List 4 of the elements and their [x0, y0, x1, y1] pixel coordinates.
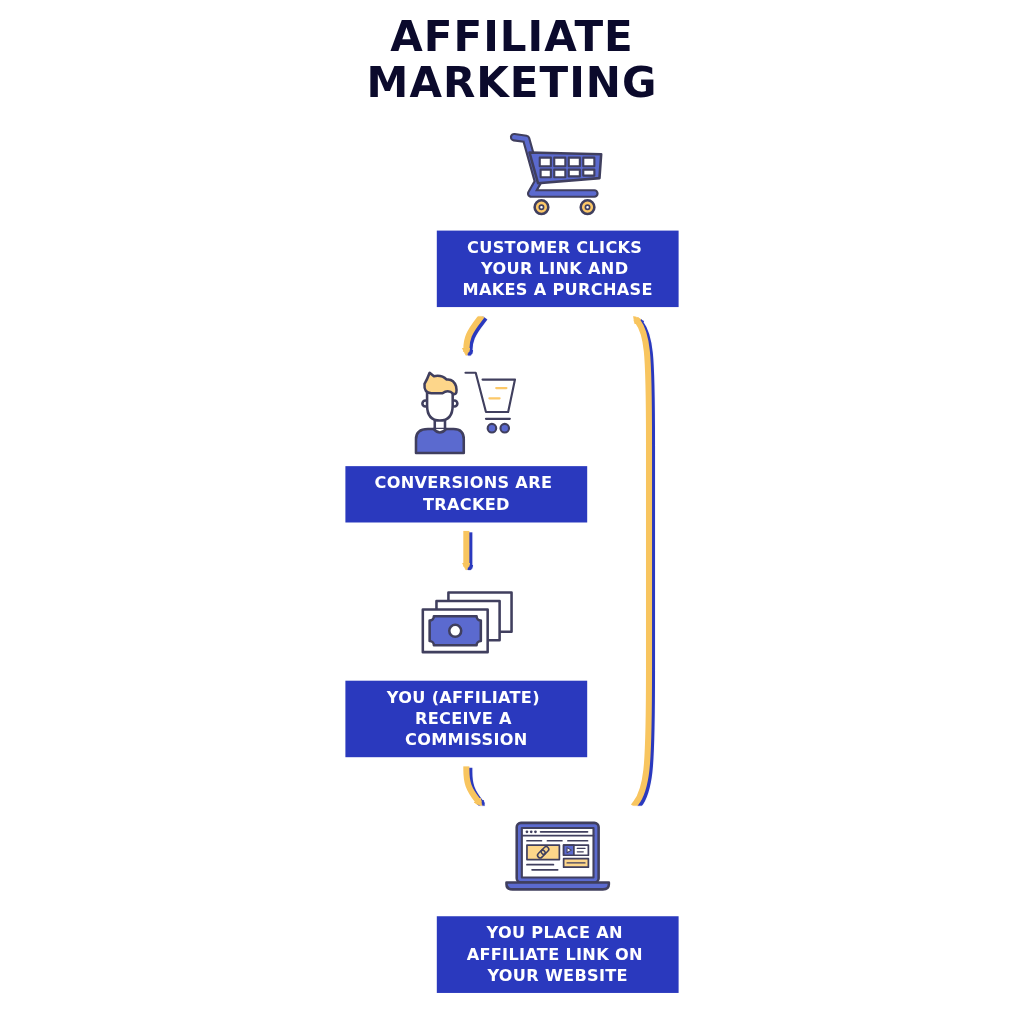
diagram-title: AFFILIATE MARKETING: [365, 14, 659, 107]
arrow: [461, 314, 485, 357]
arrow: [461, 530, 471, 572]
arrow: [463, 766, 483, 807]
